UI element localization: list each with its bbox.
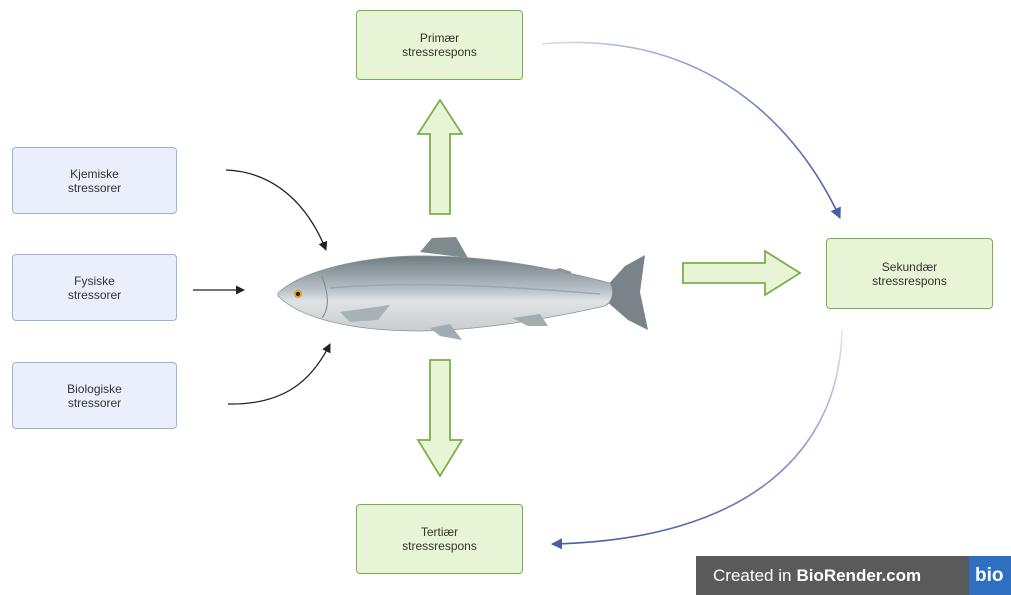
arrow-chemical-to-fish — [226, 170, 326, 250]
block-arrow-right — [683, 251, 800, 295]
primary-response-label: Primær stressrespons — [402, 31, 477, 59]
stressor-chemical-label: Kjemiske stressorer — [68, 167, 121, 195]
biorender-brand-text: BioRender.com — [796, 566, 921, 586]
primary-response-box: Primær stressrespons — [356, 10, 523, 80]
tertiary-response-label: Tertiær stressrespons — [402, 525, 477, 553]
secondary-response-label: Sekundær stressrespons — [872, 260, 947, 288]
block-arrow-down — [418, 360, 462, 476]
stressor-biological-box: Biologiske stressorer — [12, 362, 177, 429]
biorender-logo: bio — [969, 556, 1011, 595]
biorender-badge[interactable]: Created in BioRender.com bio — [696, 556, 1011, 595]
created-in-text: Created in — [713, 566, 791, 586]
tertiary-response-box: Tertiær stressrespons — [356, 504, 523, 574]
block-arrow-up — [418, 100, 462, 214]
stressor-physical-label: Fysiske stressorer — [68, 274, 121, 302]
secondary-response-box: Sekundær stressrespons — [826, 238, 993, 309]
arrow-biological-to-fish — [228, 344, 330, 404]
stressor-biological-label: Biologiske stressorer — [67, 382, 122, 410]
salmon-illustration — [278, 237, 648, 340]
arrow-secondary-to-tertiary — [552, 330, 842, 544]
stressor-chemical-box: Kjemiske stressorer — [12, 147, 177, 214]
arrow-primary-to-secondary — [542, 42, 840, 218]
stressor-physical-box: Fysiske stressorer — [12, 254, 177, 321]
